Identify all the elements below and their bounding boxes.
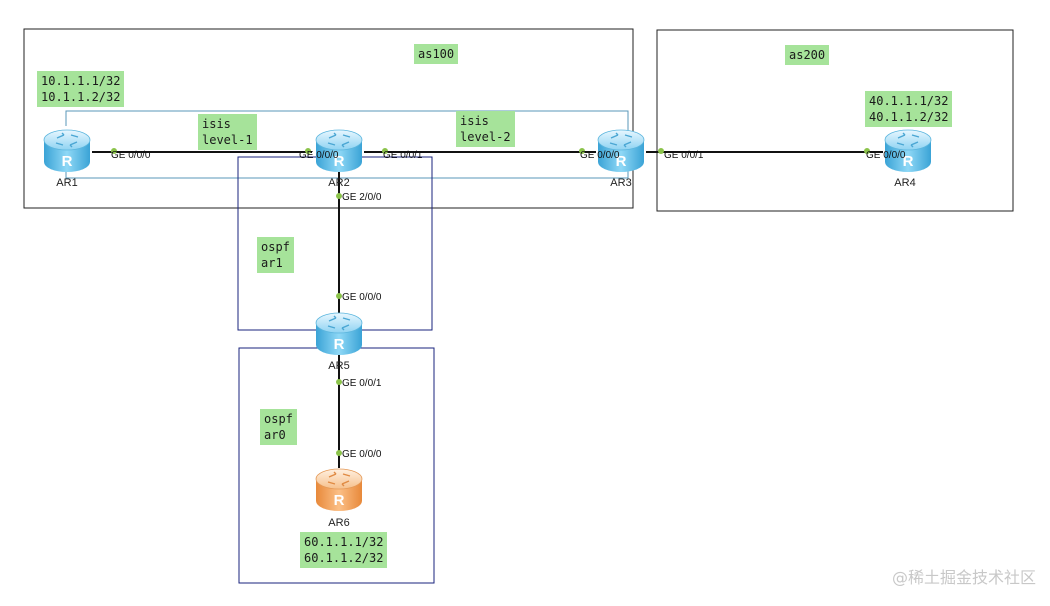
isis-level2-label: isis level-2	[456, 111, 515, 147]
if-ar3-ge001: GE 0/0/1	[664, 150, 704, 161]
isis-region-outline-top	[65, 110, 629, 135]
port-dot	[382, 148, 388, 154]
router-ar6-icon[interactable]	[315, 468, 363, 512]
if-ar3-ge000: GE 0/0/0	[580, 150, 620, 161]
port-dot	[658, 148, 664, 154]
port-dots	[111, 148, 870, 456]
if-ar4-ge000: GE 0/0/0	[866, 150, 906, 161]
if-ar2-ge001: GE 0/0/1	[383, 150, 423, 161]
if-ar2-ge200: GE 2/0/0	[342, 192, 382, 203]
router-ar4-label: AR4	[894, 177, 916, 189]
port-dot	[111, 148, 117, 154]
router-ar1-label: AR1	[56, 177, 78, 189]
ar6-addresses: 60.1.1.1/32 60.1.1.2/32	[300, 532, 388, 568]
watermark: @稀土掘金技术社区	[891, 568, 1036, 587]
port-dot	[579, 148, 585, 154]
router-ar5-label: AR5	[328, 360, 350, 372]
as100-area-box	[23, 28, 634, 209]
router-ar5-icon[interactable]	[315, 312, 363, 356]
isis-level1-label: isis level-1	[198, 114, 257, 150]
if-ar1-ge000: GE 0/0/0	[111, 150, 151, 161]
router-ar3-label: AR3	[610, 177, 632, 189]
if-ar6-ge000: GE 0/0/0	[342, 449, 382, 460]
as200-area-box	[656, 29, 1014, 212]
router-ar6-label: AR6	[328, 517, 350, 529]
port-dot	[336, 450, 342, 456]
as100-label: as100	[414, 44, 459, 64]
ar1-addresses: 10.1.1.1/32 10.1.1.2/32	[37, 71, 125, 107]
as200-label: as200	[785, 45, 830, 65]
if-ar5-ge001: GE 0/0/1	[342, 378, 382, 389]
port-dot	[336, 293, 342, 299]
if-ar5-ge000: GE 0/0/0	[342, 292, 382, 303]
ospf-ar0-label: ospf ar0	[260, 409, 297, 445]
router-ar1-icon[interactable]	[43, 129, 91, 173]
router-ar2-label: AR2	[328, 177, 350, 189]
ospf-ar1-label: ospf ar1	[257, 237, 294, 273]
port-dot	[305, 148, 311, 154]
port-dot	[864, 148, 870, 154]
port-dot	[336, 379, 342, 385]
port-dot	[336, 193, 342, 199]
ar4-addresses: 40.1.1.1/32 40.1.1.2/32	[865, 91, 953, 127]
if-ar2-ge000: GE 0/0/0	[299, 150, 339, 161]
